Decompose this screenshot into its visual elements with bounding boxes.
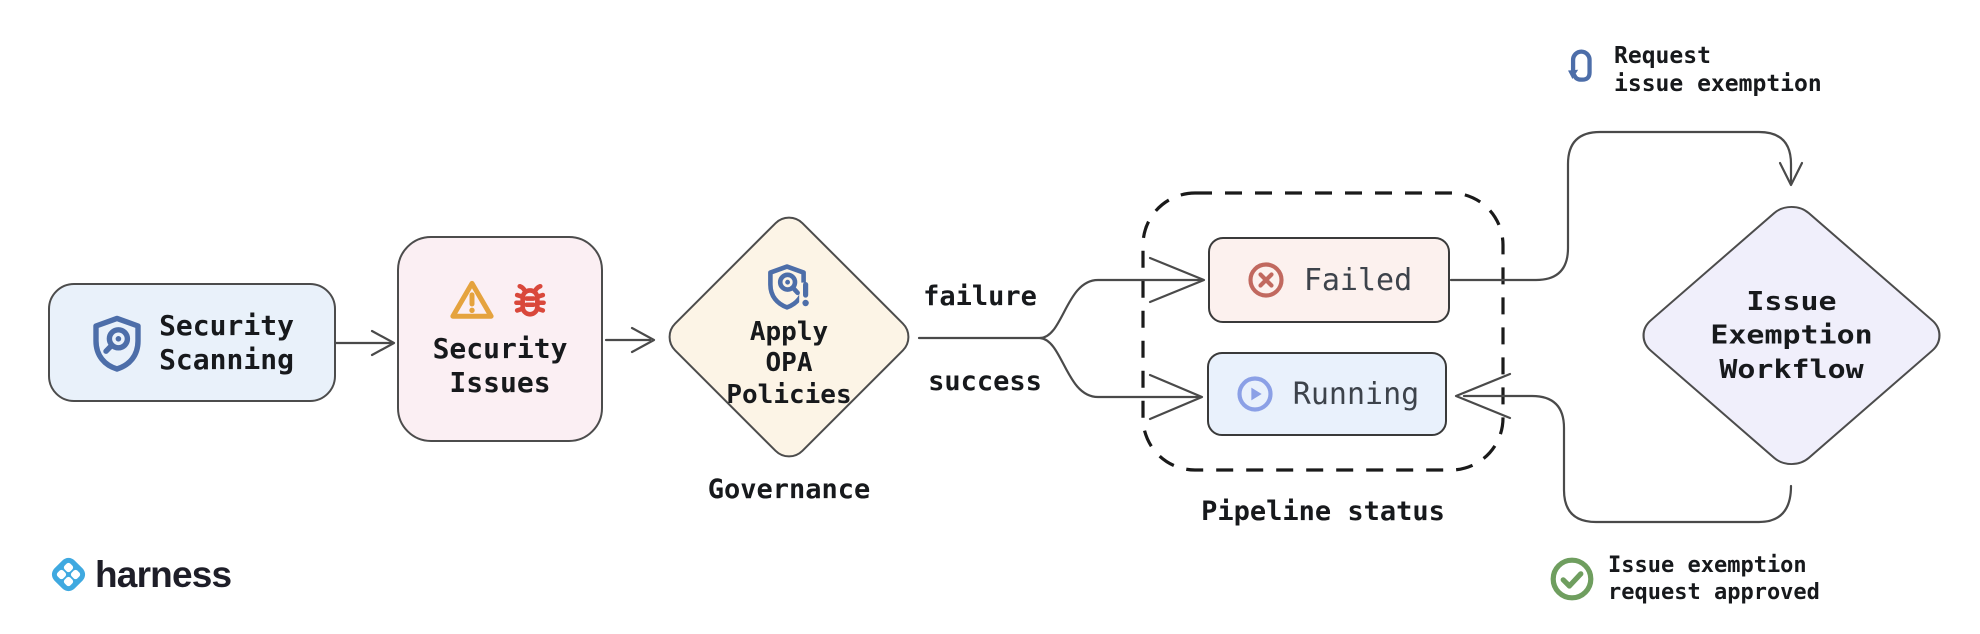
edge-label-success: success	[928, 366, 1042, 397]
node-label-line: Exemption	[1710, 319, 1873, 351]
annotation-line: Issue exemption	[1608, 553, 1807, 578]
node-label-line: Scanning	[159, 342, 294, 376]
node-running: Running	[1207, 352, 1447, 436]
play-circle-icon	[1237, 376, 1273, 412]
node-label-line: Security	[432, 332, 568, 366]
node-label-line: Security	[159, 308, 294, 342]
logo-wordmark: harness	[95, 553, 232, 595]
annotation-line: issue exemption	[1614, 71, 1822, 97]
status-label: Failed	[1303, 262, 1413, 298]
warning-triangle-icon	[449, 281, 494, 320]
edge-label-failure: failure	[923, 281, 1037, 312]
bug-icon	[513, 284, 546, 317]
node-label-line: Apply	[749, 317, 829, 348]
tap-gesture-icon	[1568, 49, 1592, 82]
x-circle-icon	[1248, 262, 1284, 298]
node-apply-opa-policies: Apply OPA Policies	[660, 208, 918, 466]
arrowhead-left-icon	[1454, 372, 1512, 420]
arrowhead-right-icon	[1148, 256, 1206, 304]
caption-governance: Governance	[707, 474, 871, 505]
arrowhead-right-icon	[1148, 373, 1204, 421]
annotation-line: Request	[1614, 43, 1711, 69]
check-circle-icon	[1550, 557, 1594, 601]
harness-diamond-icon	[51, 557, 86, 592]
shield-magnifier-alert-icon	[768, 264, 812, 313]
node-issue-exemption-workflow: Issue Exemption Workflow	[1631, 196, 1952, 475]
node-security-scanning: Security Scanning	[48, 283, 336, 402]
annotation-issue-exemption-approved: Issue exemption request approved	[1548, 552, 1820, 606]
node-label-line: Workflow	[1719, 353, 1864, 385]
arrowhead-right-icon	[370, 329, 396, 357]
node-label-line: Issue	[1746, 285, 1837, 317]
status-label: Running	[1292, 376, 1420, 412]
node-label-line: OPA Policies	[726, 348, 852, 410]
caption-pipeline-status: Pipeline status	[1201, 496, 1445, 527]
arrowhead-right-icon	[630, 326, 656, 354]
arrowhead-down-icon	[1778, 161, 1804, 187]
annotation-line: request approved	[1608, 580, 1820, 605]
node-failed: Failed	[1208, 237, 1450, 323]
node-security-issues: Security Issues	[397, 236, 603, 442]
harness-logo: harness	[46, 552, 232, 597]
shield-search-icon	[93, 315, 141, 372]
annotation-request-issue-exemption: Request issue exemption	[1562, 42, 1822, 98]
node-label-line: Issues	[449, 366, 551, 399]
